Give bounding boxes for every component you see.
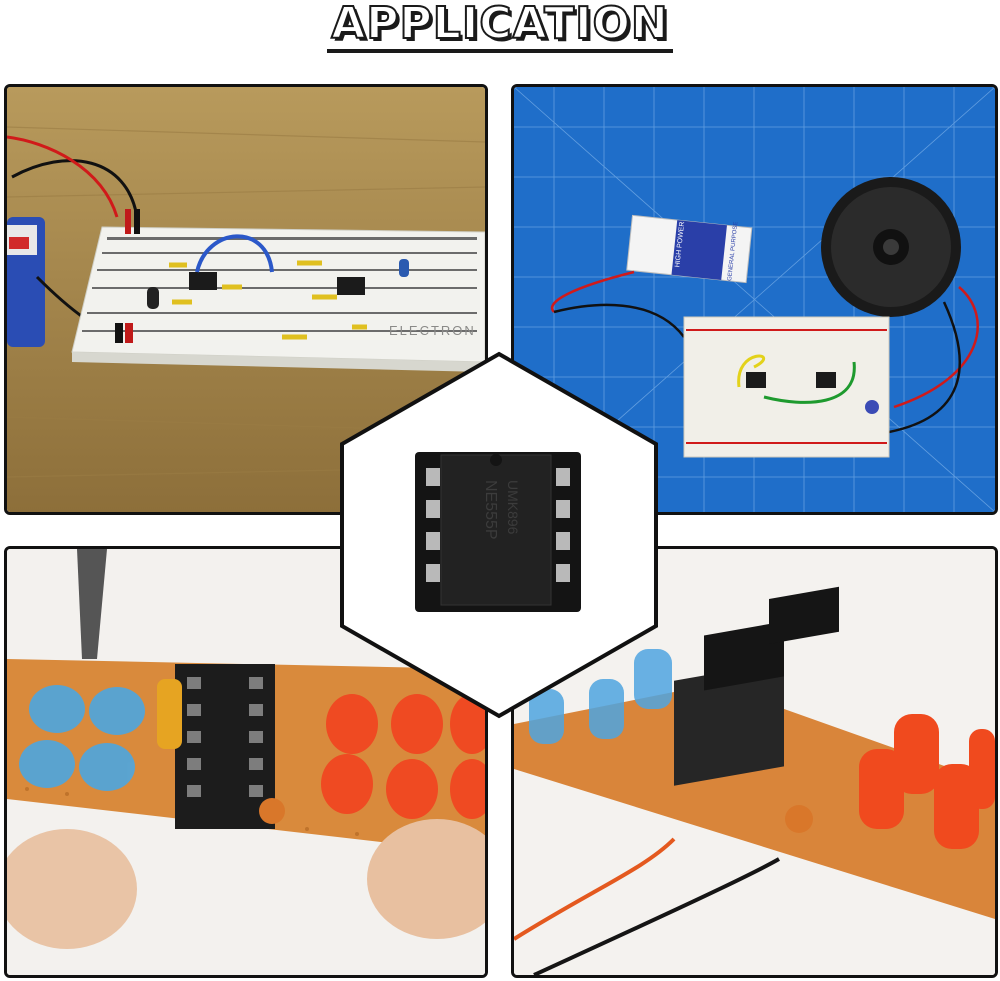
perfboard-led-photo xyxy=(511,546,998,978)
chip-marking-ne555: NE555P xyxy=(482,480,499,540)
breadboard-brand-text: ELECTRON xyxy=(389,323,476,338)
chip-marking-lot: UMK896 xyxy=(505,480,521,535)
ic-socket-photo xyxy=(4,546,488,978)
battery-label-high-power: HIGH POWER xyxy=(674,221,686,267)
application-heading: APPLICATION xyxy=(0,0,1000,53)
application-title: APPLICATION xyxy=(327,1,673,53)
ic-hexagon-photo: NE555P UMK896 xyxy=(338,350,660,720)
